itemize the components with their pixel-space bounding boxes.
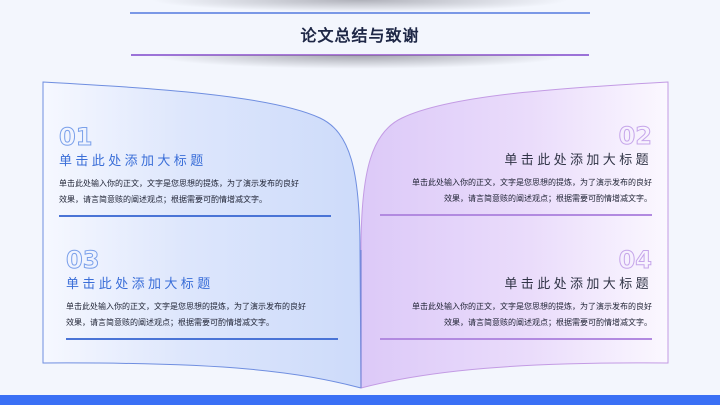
block-heading[interactable]: 单击此处添加大标题 [504,277,652,292]
block-number: 01 [59,123,93,151]
block-number: 04 [618,246,652,274]
block-divider [380,214,652,216]
block-number: 03 [66,246,100,274]
block-heading[interactable]: 单击此处添加大标题 [504,153,652,168]
summary-block-03: 03 单击此处添加大标题 单击此处输入你的正文，文字是您思想的提炼，为了演示发布… [66,247,338,340]
block-number: 02 [618,122,652,150]
summary-block-01: 01 单击此处添加大标题 单击此处输入你的正文，文字是您思想的提炼，为了演示发布… [59,124,331,217]
block-body-line-1: 单击此处输入你的正文，文字是您思想的提炼，为了演示发布的良好 [412,302,652,311]
block-body-line-2: 效果，请言简意赅的阐述观点；根据需要可酌情增减文字。 [59,195,267,204]
block-divider [380,338,652,340]
block-body-line-1: 单击此处输入你的正文，文字是您思想的提炼，为了演示发布的良好 [59,179,299,188]
block-body[interactable]: 单击此处输入你的正文，文字是您思想的提炼，为了演示发布的良好 效果，请言简意赅的… [66,299,338,331]
block-body-line-1: 单击此处输入你的正文，文字是您思想的提炼，为了演示发布的良好 [412,178,652,187]
block-body-line-1: 单击此处输入你的正文，文字是您思想的提炼，为了演示发布的良好 [66,302,306,311]
left-page [42,81,362,389]
block-body-line-2: 效果，请言简意赅的阐述观点；根据需要可酌情增减文字。 [444,194,652,203]
block-body[interactable]: 单击此处输入你的正文，文字是您思想的提炼，为了演示发布的良好 效果，请言简意赅的… [380,299,652,331]
block-divider [66,338,338,340]
banner-shadow-top [150,0,570,12]
block-body-line-2: 效果，请言简意赅的阐述观点；根据需要可酌情增减文字。 [444,318,652,327]
banner-shadow-bottom [150,55,570,69]
block-heading[interactable]: 单击此处添加大标题 [59,154,207,169]
block-heading[interactable]: 单击此处添加大标题 [66,277,214,292]
summary-block-04: 04 单击此处添加大标题 单击此处输入你的正文，文字是您思想的提炼，为了演示发布… [380,246,653,340]
block-divider [59,215,331,217]
right-page [360,81,669,389]
block-body[interactable]: 单击此处输入你的正文，文字是您思想的提炼，为了演示发布的良好 效果，请言简意赅的… [380,175,652,207]
footer-accent-bar [0,395,720,405]
summary-block-02: 02 单击此处添加大标题 单击此处输入你的正文，文字是您思想的提炼，为了演示发布… [380,122,653,216]
banner-line-top [130,12,590,14]
block-body-line-2: 效果，请言简意赅的阐述观点；根据需要可酌情增减文字。 [66,318,274,327]
block-body[interactable]: 单击此处输入你的正文，文字是您思想的提炼，为了演示发布的良好 效果，请言简意赅的… [59,176,331,208]
page-title: 论文总结与致谢 [300,26,420,45]
title-banner: 论文总结与致谢 [130,0,590,70]
